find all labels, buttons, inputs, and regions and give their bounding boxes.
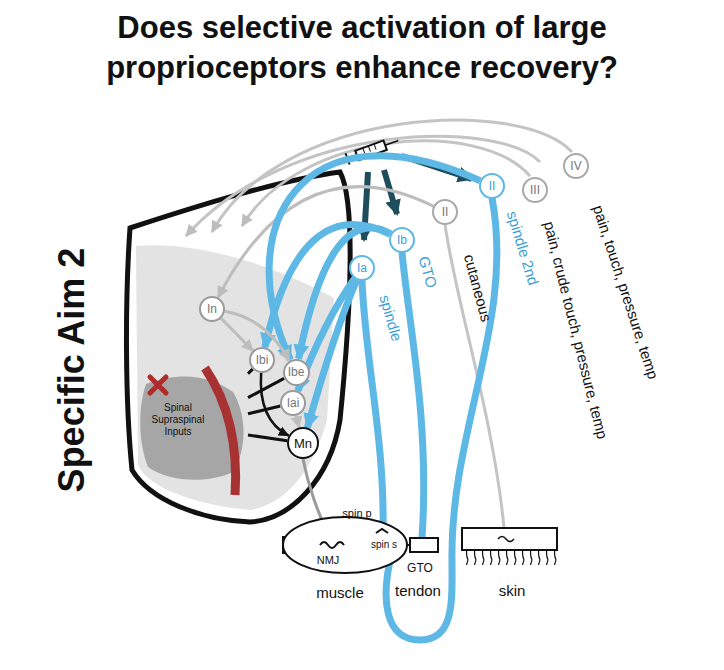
part-label: tendon (395, 582, 441, 599)
fiber-label: pain, crude touch, pressure, temp (541, 220, 612, 441)
fiber-label: spindle 2nd (504, 209, 543, 287)
part-label: spin s (371, 539, 397, 550)
part-label: GTO (407, 561, 433, 575)
neuron-circle: Ibe (283, 359, 310, 386)
neuron-label: II (489, 179, 496, 193)
connector (299, 228, 391, 359)
cutaneous-ending (498, 537, 514, 542)
neuron-circle: Ibi (249, 347, 275, 373)
fiber-label: cutaneous (461, 252, 495, 323)
connector (248, 378, 284, 397)
neuron-circle: II (479, 173, 505, 199)
neuron-circle: II (432, 199, 458, 225)
neuron-label: Iai (287, 396, 300, 410)
skin-hairs (462, 551, 557, 565)
muscle-body (283, 517, 407, 573)
fiber-label: GTO (415, 254, 440, 290)
connector (248, 369, 253, 374)
neuron-label: Ia (357, 261, 367, 275)
neuron-circle: III (522, 177, 548, 203)
connector (248, 406, 280, 414)
neuron-circle: Mn (287, 427, 319, 459)
nmj-symbol (320, 542, 344, 548)
gto-organ (410, 538, 438, 552)
neuron-label: Ibe (288, 365, 305, 379)
spindle-symbol (376, 529, 388, 533)
neuron-label: Ibi (256, 353, 269, 367)
neuron-label: II (442, 205, 449, 219)
part-label: muscle (316, 584, 364, 601)
connector (296, 416, 299, 428)
part-label: skin (499, 582, 526, 599)
neuron-label: In (207, 302, 217, 316)
fiber-label: spindle (376, 293, 405, 343)
aim-label: Specific Aim 2 (51, 248, 93, 493)
ii-fiber (386, 198, 497, 640)
neuron-circle: In (199, 296, 225, 322)
connector (218, 187, 433, 298)
connector (221, 318, 253, 350)
neuron-label: Ib (397, 233, 407, 247)
neuron-circle: Ib (389, 227, 415, 253)
region-label: Spinal Supraspinal Inputs (144, 402, 212, 438)
neuron-label: Mn (294, 436, 312, 451)
connector (269, 156, 480, 360)
connector (265, 225, 390, 348)
neuron-circle: IV (563, 153, 589, 179)
ia-fiber (362, 280, 383, 532)
fiber-label: pain, touch, pressure, temp (590, 203, 662, 381)
neuron-circle: Ia (349, 255, 375, 281)
title: Does selective activation of large propr… (47, 8, 677, 88)
skin-layer (462, 528, 557, 550)
input-region: Spinal Supraspinal Inputs (138, 372, 248, 482)
part-label: NMJ (317, 554, 340, 566)
ib-fiber (402, 252, 424, 538)
part-label: spin p (342, 507, 371, 519)
region-shape (138, 372, 248, 482)
neuron-label: IV (570, 159, 581, 173)
neuron-label: III (530, 183, 540, 197)
neuron-circle: Iai (280, 390, 306, 416)
connector (248, 435, 287, 441)
